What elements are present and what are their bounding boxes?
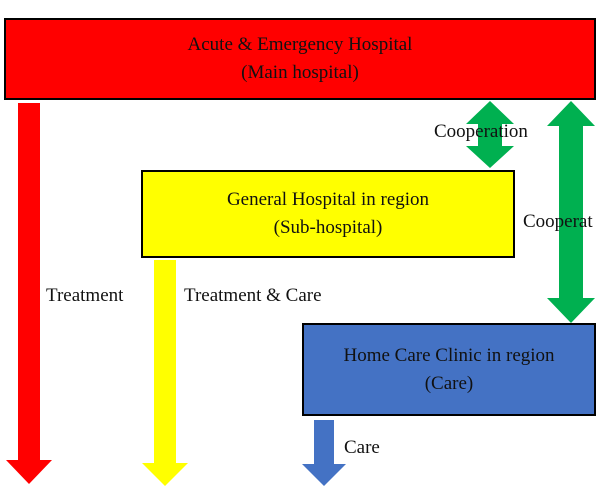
sub-hospital-box: General Hospital in region (Sub-hospital… (141, 170, 515, 258)
home-care-subtitle: (Care) (424, 372, 474, 394)
treatment-arrow (6, 103, 52, 484)
home-care-title: Home Care Clinic in region (343, 344, 555, 366)
cooperation-arrow-main-care (547, 101, 595, 323)
sub-hospital-title: General Hospital in region (226, 189, 430, 210)
main-hospital-box: Acute & Emergency Hospital (Main hospita… (4, 18, 596, 100)
main-hospital-subtitle: (Main hospital) (241, 62, 359, 83)
sub-hospital-subtitle: (Sub-hospital) (273, 217, 383, 238)
main-hospital-title: Acute & Emergency Hospital (187, 34, 413, 55)
treatment-care-label: Treatment & Care (184, 285, 322, 306)
cooperation-arrow-main-sub (466, 101, 514, 168)
cooperation-label-main-care: Cooperat (523, 211, 593, 232)
care-label: Care (344, 437, 380, 458)
home-care-box: Home Care Clinic in region (Care) (302, 323, 596, 416)
care-arrow (302, 420, 346, 486)
cooperation-label-main-sub: Cooperation (434, 121, 528, 142)
treatment-care-arrow (142, 260, 188, 486)
treatment-label: Treatment (46, 285, 124, 306)
